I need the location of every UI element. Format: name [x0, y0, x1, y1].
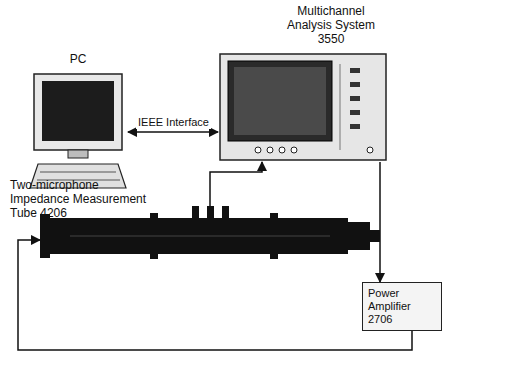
signal-wire [18, 240, 412, 350]
power-amplifier: Power Amplifier 2706 [362, 282, 442, 331]
device-label: Power Amplifier 2706 [368, 287, 436, 326]
device-label: Two-microphone Impedance Measurement Tub… [10, 178, 160, 220]
signal-wire [379, 162, 381, 282]
analyzer: Multichannel Analysis System 3550 [218, 4, 388, 162]
computer: PC [28, 52, 128, 192]
device-illustration [28, 52, 128, 192]
edge-label: IEEE Interface [136, 116, 211, 129]
device-label: PC [28, 52, 128, 66]
signal-wire [210, 162, 262, 206]
device-label: Multichannel Analysis System 3550 [274, 4, 388, 46]
signal-wire [128, 131, 218, 133]
impedance-tube: Two-microphone Impedance Measurement Tub… [10, 178, 382, 258]
